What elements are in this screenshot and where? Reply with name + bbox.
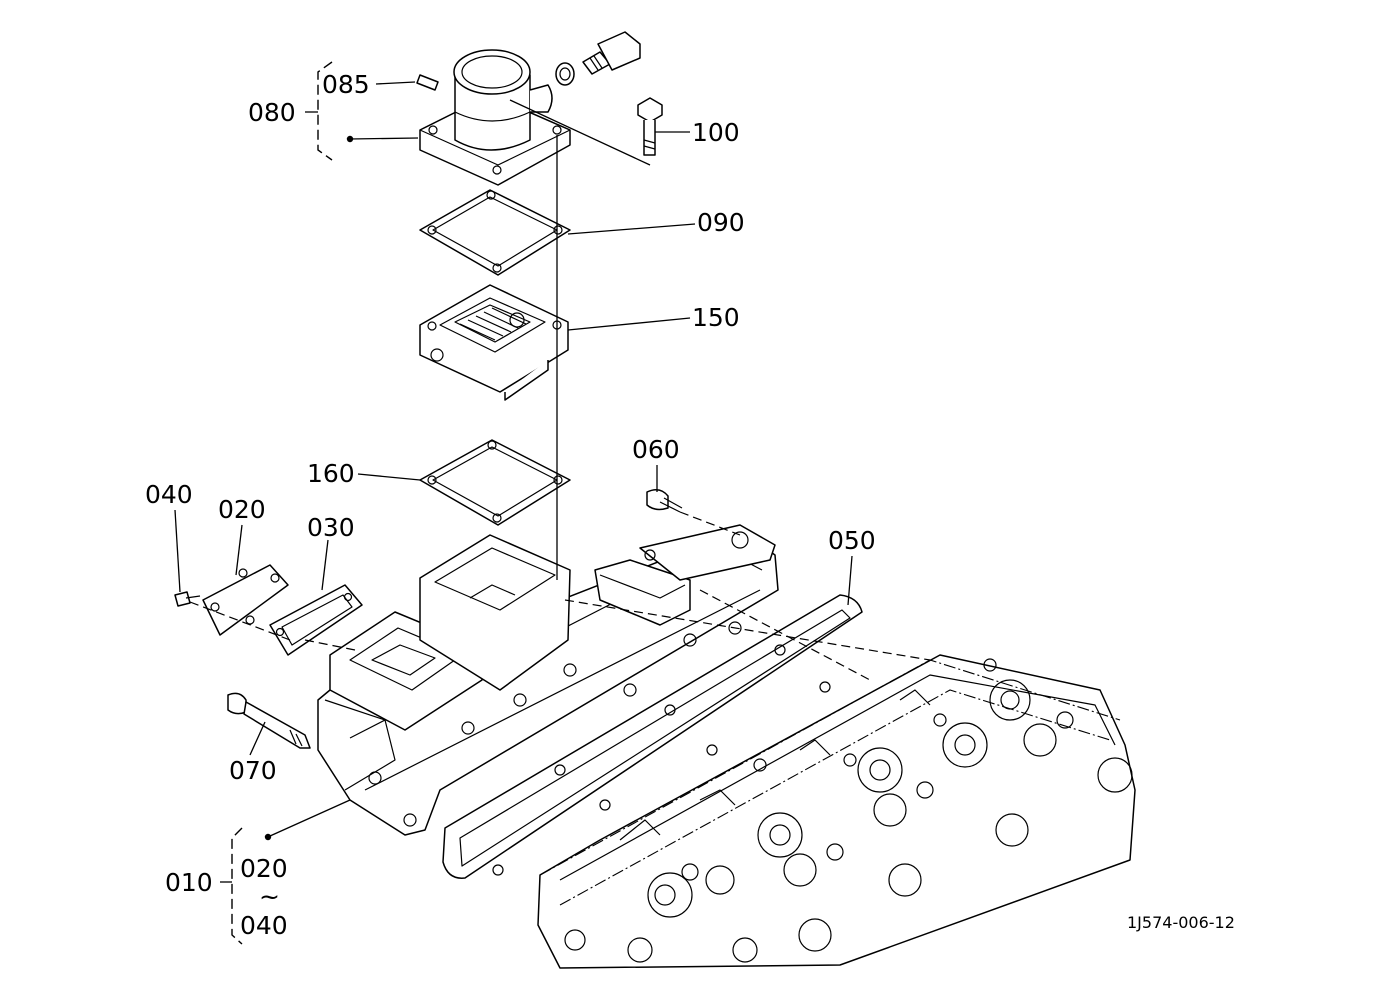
label-080: 080 <box>248 98 296 127</box>
bracket-080 <box>305 61 333 161</box>
intake-pipe-080 <box>419 49 571 186</box>
intake-heater-150 <box>419 284 569 401</box>
diagram-code: 1J574-006-12 <box>1127 913 1235 932</box>
label-020-cover: 020 <box>218 495 266 524</box>
label-040-screw: 040 <box>145 480 193 509</box>
pin-085 <box>416 74 439 91</box>
cover-screw-040 <box>174 591 201 607</box>
alignment-lines <box>189 99 931 681</box>
label-085: 085 <box>322 70 370 99</box>
ref-dot-010 <box>264 833 272 841</box>
label-010-range-start: 020 <box>240 854 288 883</box>
leader-lines <box>174 81 853 837</box>
label-150: 150 <box>692 303 740 332</box>
label-090: 090 <box>697 208 745 237</box>
label-010-range-mark: ~ <box>259 882 280 911</box>
label-060: 060 <box>632 435 680 464</box>
manifold-gasket-050 <box>442 594 863 879</box>
label-070: 070 <box>229 756 277 785</box>
intake-manifold-010 <box>317 524 779 836</box>
label-010-range-end: 040 <box>240 911 288 940</box>
label-160: 160 <box>307 459 355 488</box>
label-010: 010 <box>165 868 213 897</box>
bolt-070 <box>227 692 311 749</box>
ref-dot-080 <box>346 135 354 143</box>
label-100: 100 <box>692 118 740 147</box>
label-030: 030 <box>307 513 355 542</box>
gasket-090 <box>419 189 571 276</box>
bracket-010 <box>220 827 243 945</box>
bolt-100 <box>637 97 663 156</box>
temperature-sensor <box>555 31 641 86</box>
label-050: 050 <box>828 526 876 555</box>
bolt-060 <box>646 489 683 513</box>
cover-plate-020 <box>202 564 289 636</box>
cylinder-head <box>537 654 1136 969</box>
gasket-160 <box>419 439 571 526</box>
